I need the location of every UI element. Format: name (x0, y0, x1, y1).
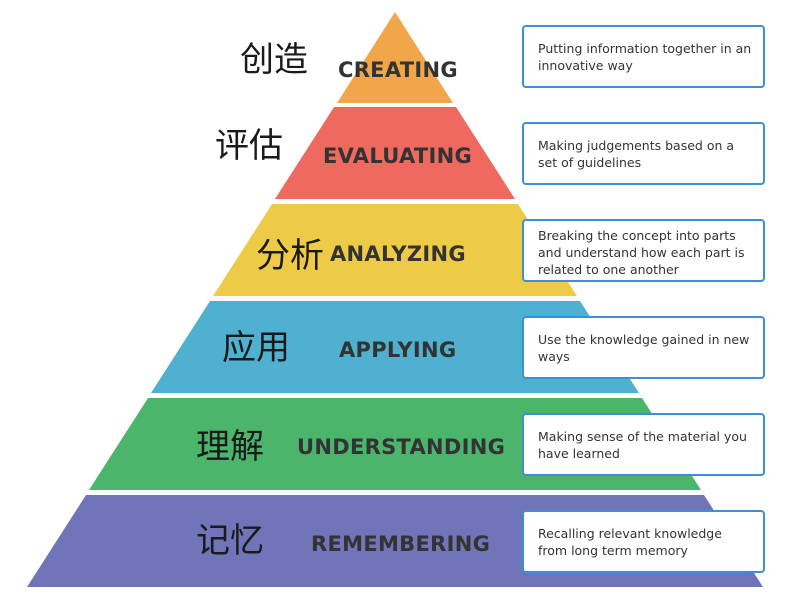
level-zh-label: 分析 (256, 236, 324, 276)
level-en-label: REMEMBERING (311, 532, 491, 556)
level-description-box: Breaking the concept into parts and unde… (522, 219, 765, 282)
level-en-label: CREATING (338, 58, 458, 82)
level-zh-label: 理解 (196, 427, 264, 467)
pyramid-layer-creating (337, 12, 453, 103)
level-zh-label: 创造 (240, 40, 308, 80)
pyramid-layer-analyzing (213, 204, 577, 296)
level-description-box: Making sense of the material you have le… (522, 413, 765, 476)
level-description-box: Making judgements based on a set of guid… (522, 122, 765, 185)
level-zh-label: 应用 (222, 328, 290, 368)
level-description-box: Use the knowledge gained in new ways (522, 316, 765, 379)
pyramid-layer-applying (151, 301, 639, 393)
level-description-box: Putting information together in an innov… (522, 25, 765, 88)
level-en-label: APPLYING (339, 338, 457, 362)
level-zh-label: 记忆 (196, 521, 264, 561)
level-en-label: UNDERSTANDING (297, 435, 506, 459)
level-en-label: EVALUATING (323, 144, 473, 168)
pyramid-layer-evaluating (275, 107, 515, 199)
level-en-label: ANALYZING (330, 242, 466, 266)
level-description-box: Recalling relevant knowledge from long t… (522, 510, 765, 573)
level-zh-label: 评估 (215, 126, 283, 166)
